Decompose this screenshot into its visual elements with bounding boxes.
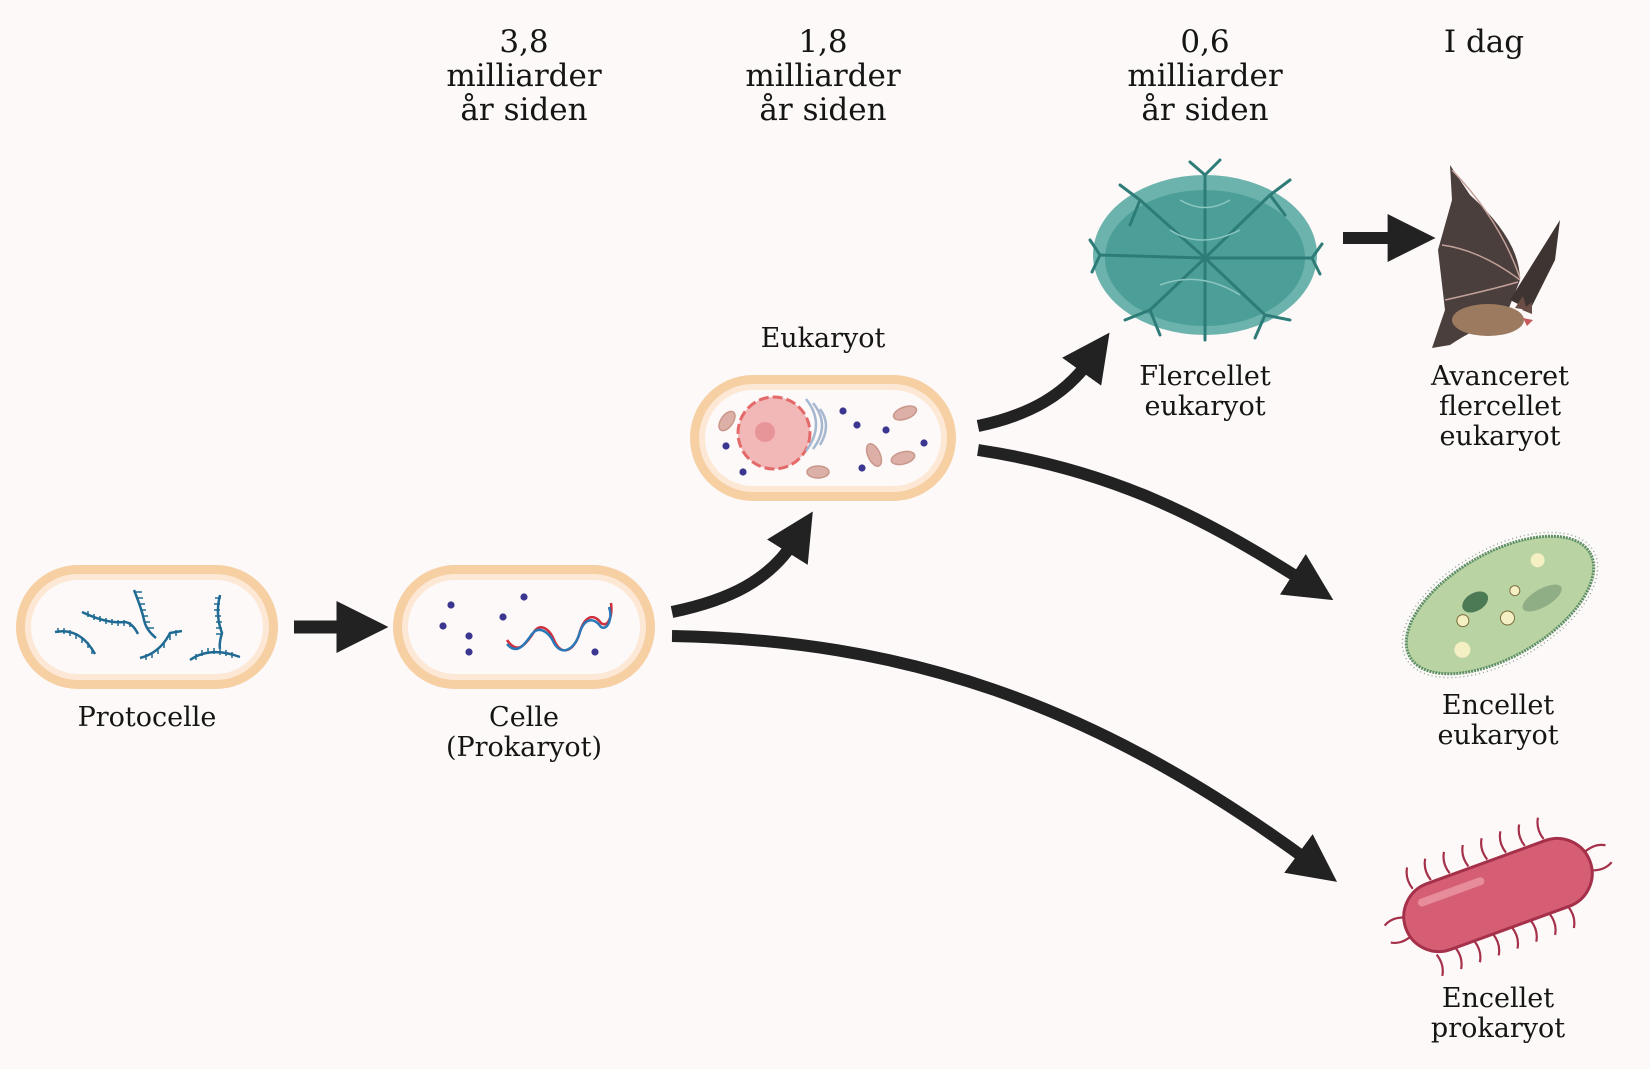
label-line: Avanceret (1431, 361, 1569, 392)
timeline-value: I dag (1443, 24, 1525, 60)
arrow-eukaryote-to-multicellular (976, 332, 1110, 432)
timeline-header-3-8: 3,8 milliarder år siden (446, 25, 601, 127)
protocell-icon (16, 565, 278, 689)
paramecium-icon (1401, 531, 1599, 679)
label-line: Flercellet (1139, 361, 1271, 392)
arrow-prokaryote-to-eukaryote (670, 511, 813, 618)
prokaryote-cell-label: Celle (Prokaryot) (446, 703, 602, 763)
timeline-header-0-6: 0,6 milliarder år siden (1127, 25, 1282, 127)
label-line: eukaryot (1144, 391, 1266, 422)
advanced-multicellular-eukaryote-label: Avanceret flercellet eukaryot (1431, 362, 1569, 452)
bat-icon (1432, 165, 1560, 348)
eukaryote-cell-icon (690, 375, 956, 501)
timeline-value: 1,8 (798, 24, 848, 60)
label-line: prokaryot (1430, 1013, 1566, 1044)
timeline-suffix: år siden (759, 92, 887, 128)
label-line: Encellet (1441, 690, 1555, 721)
prokaryote-cell-icon (393, 565, 655, 689)
label-line: Celle (489, 702, 559, 733)
arrow-prokaryote-to-bacterium (671, 630, 1338, 882)
timeline-value: 3,8 (499, 24, 549, 60)
timeline-header-today: I dag (1444, 25, 1524, 59)
label-line: Encellet (1441, 983, 1555, 1014)
timeline-header-1-8: 1,8 milliarder år siden (745, 25, 900, 127)
unicellular-eukaryote-label: Encellet eukaryot (1437, 691, 1558, 751)
eukaryote-label: Eukaryot (760, 323, 886, 354)
protocell-label: Protocelle (77, 702, 217, 733)
timeline-unit: milliarder (745, 58, 901, 94)
label-line: eukaryot (1439, 421, 1561, 452)
unicellular-prokaryote-label: Encellet prokaryot (1431, 984, 1565, 1044)
label-line: (Prokaryot) (445, 732, 603, 763)
label-line: flercellet (1438, 391, 1562, 422)
timeline-suffix: år siden (1141, 92, 1269, 128)
lichen-icon (1088, 158, 1324, 342)
arrow-eukaryote-to-unicellular-eukaryote (977, 444, 1334, 601)
timeline-unit: milliarder (446, 58, 602, 94)
timeline-suffix: år siden (460, 92, 588, 128)
label-line: eukaryot (1437, 720, 1559, 751)
timeline-value: 0,6 (1180, 24, 1230, 60)
multicellular-eukaryote-label: Flercellet eukaryot (1139, 362, 1270, 422)
timeline-unit: milliarder (1127, 58, 1283, 94)
bacterium-icon (1383, 817, 1613, 977)
